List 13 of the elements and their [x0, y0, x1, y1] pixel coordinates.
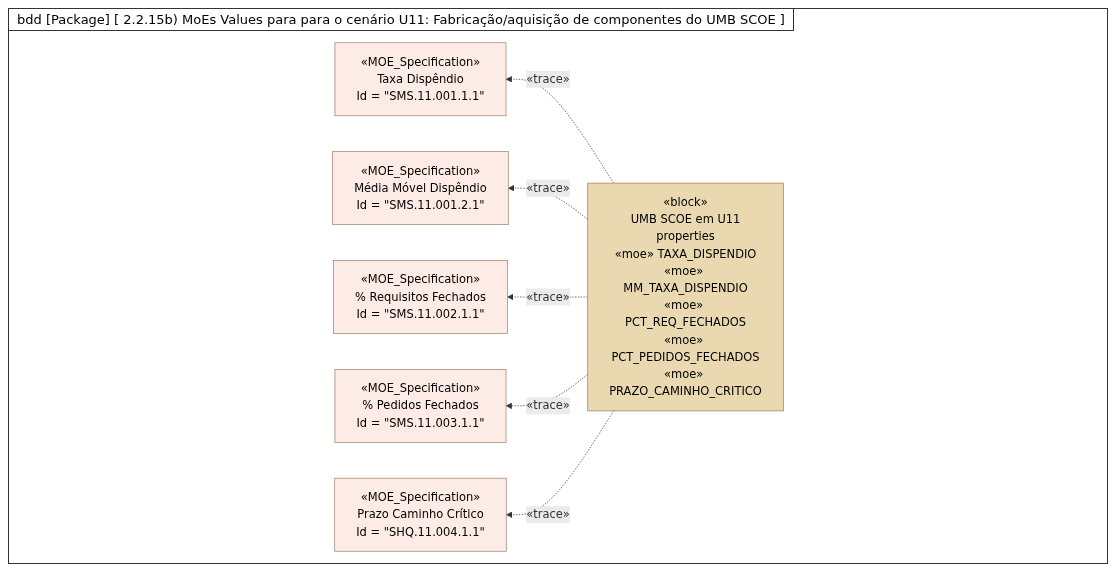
edge-label: «trace»: [526, 507, 570, 522]
edge-label: «trace»: [526, 398, 570, 413]
node-box: [332, 151, 509, 225]
node-box: [334, 477, 507, 552]
diagram-frame: bdd [Package] [ 2.2.15b) MoEs Values para para o cenário U11: Fabricação/aquisição de componentes do UMB SCOE ] «trace» «trace» «trace» «trace» «trace» «MOE_Specification» Taxa Dispêndio Id = "SMS.11.001.1.1" «MOE_Specification» Média Móvel Dispêndio Id = "SMS.11.001.2.1" «MOE_Specification» % Requisitos Fechados Id = "SMS.11.002.1.1" «MOE_Specification» % Pedidos Fechados Id = "SMS.11.003.1.1" «MOE_Specification» Prazo Caminho Crítico Id = "SHQ.11.004.1.1" «block» UMB SCOE em U11 properties «moe» TAXA_DISPENDIO «moe» MM_TAXA_DISPENDIO «moe» PCT_REQ_FECHADOS «moe» PCT_PEDIDOS_FECHADOS «moe» PRAZO_CAMINHO_CRITICO: [8, 8, 1108, 564]
node-box: [334, 368, 507, 443]
edge-label: «trace»: [526, 72, 570, 86]
edge-label: «trace»: [526, 180, 570, 195]
node-box: [587, 182, 784, 412]
diagram-title: bdd [Package] [ 2.2.15b) MoEs Values para para o cenário U11: Fabricação/aquisição de componentes do UMB SCOE ]: [9, 9, 794, 31]
edge-label: «trace»: [526, 289, 570, 304]
node-box: [333, 260, 508, 334]
node-box: [334, 42, 507, 117]
